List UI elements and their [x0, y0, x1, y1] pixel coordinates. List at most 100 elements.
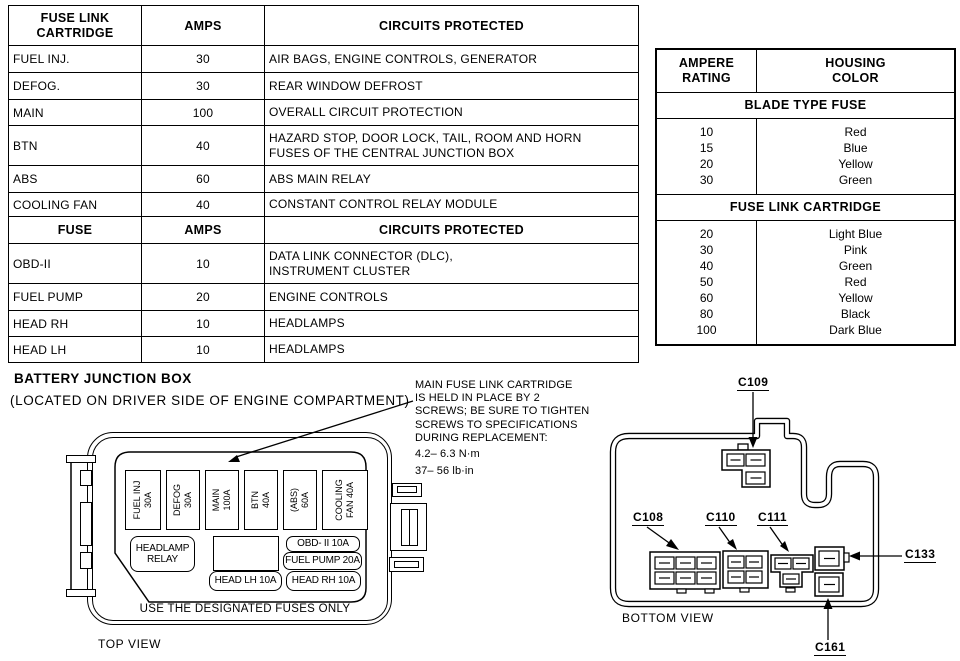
side-connector-large	[390, 503, 427, 551]
fuse-label: BTN	[250, 491, 260, 509]
connector-c161	[814, 572, 844, 597]
cartridge-values: 20 30 40 50 60 80 100 Light Blue Pink Gr…	[657, 221, 954, 344]
amps-cell: 10	[141, 243, 265, 284]
bracket-clip	[80, 552, 92, 569]
label-c110: C110	[705, 510, 737, 526]
fuel-pump-fuse-box: FUEL PUMP 20A	[283, 552, 362, 570]
fuse-name-cell: FUEL INJ.	[8, 45, 142, 73]
fuse-amps: 40A	[261, 492, 271, 509]
note-line: IS HELD IN PLACE BY 2	[415, 392, 540, 405]
c108-leader-arrow	[646, 526, 679, 550]
top-view-inner-shape	[114, 451, 367, 603]
bottom-view-outline	[609, 417, 880, 608]
header-circuits-protected: CIRCUITS PROTECTED	[264, 5, 639, 46]
amp-value: 80	[699, 307, 714, 321]
connector-c109	[721, 443, 771, 488]
fuse-name-cell: ABS	[8, 165, 142, 193]
circuits-cell: HEADLAMPS	[264, 310, 639, 337]
amp-value: 40	[699, 259, 714, 273]
blank-fuse-slot	[213, 536, 279, 571]
amp-value: 15	[699, 141, 714, 155]
connector-c133	[814, 546, 850, 571]
side-connector-small-top	[392, 483, 422, 497]
page-subtitle: (LOCATED ON DRIVER SIDE OF ENGINE COMPAR…	[10, 393, 410, 408]
amp-value: 60	[699, 291, 714, 305]
designated-fuses-warning: USE THE DESIGNATED FUSES ONLY	[139, 603, 351, 615]
blade-colors-column: Red Blue Yellow Green	[757, 119, 954, 194]
cartridge-amps-column: 20 30 40 50 60 80 100	[657, 221, 757, 344]
head-lh-fuse-box: HEAD LH 10A	[209, 571, 282, 591]
c133-leader-arrow	[849, 551, 902, 561]
note-leader-arrow	[228, 400, 414, 462]
table-row: HEAD LH 10 HEADLAMPS	[8, 336, 639, 363]
amp-value: 50	[699, 275, 714, 289]
circuits-cell: HAZARD STOP, DOOR LOCK, TAIL, ROOM AND H…	[264, 125, 639, 166]
fuse-label: COOLING	[334, 479, 344, 521]
obd-fuse-box: OBD- II 10A	[286, 536, 360, 552]
header-fuse-link-cartridge: FUSE LINK CARTRIDGE	[8, 5, 142, 46]
torque-spec-lbin: 37– 56 lb·in	[415, 465, 474, 478]
table-row: BTN 40 HAZARD STOP, DOOR LOCK, TAIL, ROO…	[8, 125, 639, 166]
circuits-cell: AIR BAGS, ENGINE CONTROLS, GENERATOR	[264, 45, 639, 73]
c161-leader-arrow	[823, 598, 833, 640]
circuits-cell: CONSTANT CONTROL RELAY MODULE	[264, 192, 639, 217]
color-value: Green	[838, 173, 873, 187]
fuse-name-cell: HEAD RH	[8, 310, 142, 337]
fuse-name-cell: MAIN	[8, 99, 142, 126]
color-value: Red	[844, 125, 867, 139]
side-connector-small-bottom	[389, 557, 424, 572]
color-value: Dark Blue	[829, 323, 882, 337]
color-value: Yellow	[838, 291, 873, 305]
circuits-cell: OVERALL CIRCUIT PROTECTION	[264, 99, 639, 126]
color-table-header: AMPERE RATING HOUSING COLOR	[657, 50, 954, 93]
top-view-caption: TOP VIEW	[98, 637, 162, 651]
amp-value: 30	[699, 173, 714, 187]
fuse-amps: 60A	[300, 492, 310, 509]
color-value: Yellow	[838, 157, 873, 171]
table-row: FUEL INJ. 30 AIR BAGS, ENGINE CONTROLS, …	[8, 45, 639, 73]
fuse-name-cell: HEAD LH	[8, 336, 142, 363]
bracket-clip	[80, 502, 92, 546]
fuse-name-cell: DEFOG.	[8, 72, 142, 100]
cartridge-colors-column: Light Blue Pink Green Red Yellow Black D…	[757, 221, 954, 344]
color-value: Green	[838, 259, 873, 273]
table-row: MAIN 100 OVERALL CIRCUIT PROTECTION	[8, 99, 639, 126]
bracket-tab-top	[66, 455, 96, 463]
circuits-cell: ABS MAIN RELAY	[264, 165, 639, 193]
label-c109: C109	[737, 375, 770, 391]
top-view-housing-inner-line	[91, 436, 388, 621]
section-blade-type-fuse: BLADE TYPE FUSE	[657, 93, 954, 119]
amp-value: 100	[696, 323, 717, 337]
fuse-name-cell: FUEL PUMP	[8, 283, 142, 311]
color-value: Blue	[843, 141, 868, 155]
table-row: COOLING FAN 40 CONSTANT CONTROL RELAY MO…	[8, 192, 639, 217]
header-circuits-protected: CIRCUITS PROTECTED	[264, 216, 639, 244]
c110-leader-arrow	[718, 526, 737, 550]
label-c133: C133	[904, 547, 937, 563]
note-line: SCREWS; BE SURE TO TIGHTEN	[415, 405, 590, 418]
page-title: BATTERY JUNCTION BOX	[14, 371, 192, 386]
header-amps: AMPS	[141, 216, 265, 244]
bottom-view-caption: BOTTOM VIEW	[622, 611, 714, 625]
blade-amps-column: 10 15 20 30	[657, 119, 757, 194]
header-amps: AMPS	[141, 5, 265, 46]
amps-cell: 30	[141, 72, 265, 100]
amps-cell: 40	[141, 125, 265, 166]
amps-cell: 10	[141, 310, 265, 337]
amp-value: 20	[699, 227, 714, 241]
circuits-cell: ENGINE CONTROLS	[264, 283, 639, 311]
bracket-tab-bottom	[66, 589, 96, 597]
housing-color-table: AMPERE RATING HOUSING COLOR BLADE TYPE F…	[655, 48, 956, 346]
label-c108: C108	[632, 510, 665, 526]
label-c161: C161	[814, 640, 847, 656]
amp-value: 10	[699, 125, 714, 139]
connector-c110	[722, 550, 769, 593]
torque-spec-nm: 4.2– 6.3 N·m	[415, 448, 480, 461]
fuse-label: (ABS)	[289, 488, 299, 513]
fuse-name-cell: COOLING FAN	[8, 192, 142, 217]
amp-value: 30	[699, 243, 714, 257]
